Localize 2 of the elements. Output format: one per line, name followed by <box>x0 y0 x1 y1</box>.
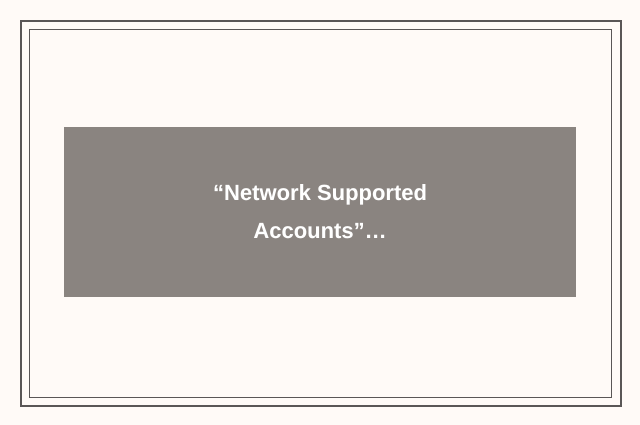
placeholder-box <box>64 127 576 297</box>
title-text: “Network Supported Accounts”… <box>212 179 428 245</box>
